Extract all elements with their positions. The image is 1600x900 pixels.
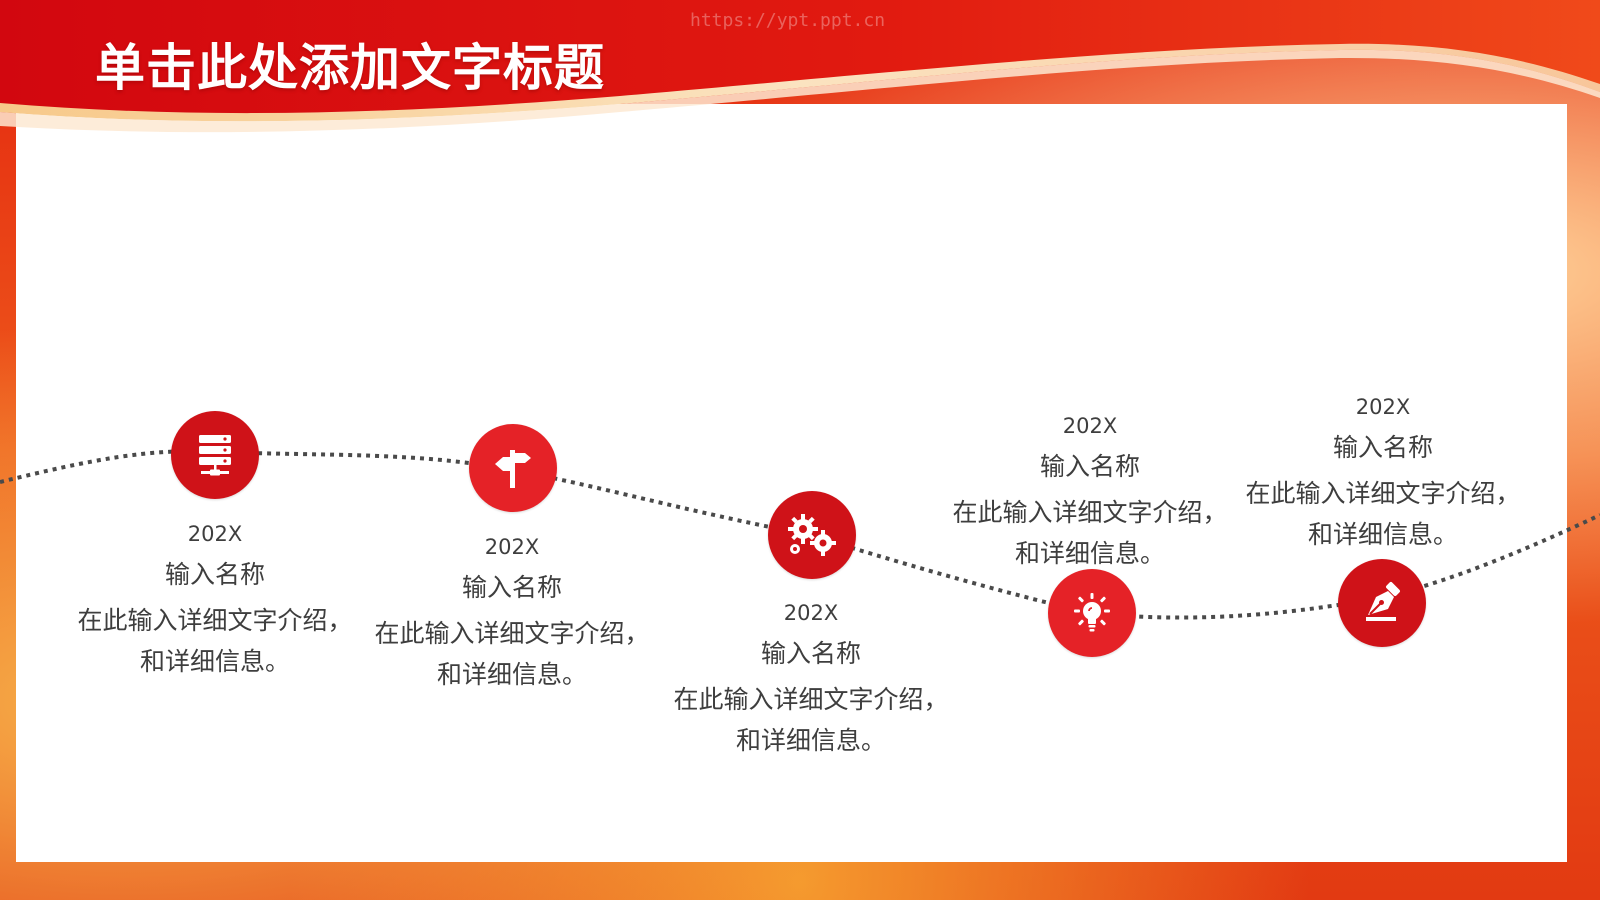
header-banner	[0, 0, 1600, 133]
item-desc-line1: 在此输入详细文字介绍，	[1245, 479, 1521, 508]
signpost-icon	[495, 450, 531, 488]
timeline-node-4[interactable]	[1048, 569, 1136, 657]
item-year: 202X	[484, 535, 540, 559]
item-desc-line2: 和详细信息。	[436, 660, 587, 689]
item-name: 输入名称	[461, 573, 562, 602]
item-name: 输入名称	[1332, 433, 1433, 462]
timeline-item-3: 202X 输入名称 在此输入详细文字介绍， 和详细信息。	[651, 599, 971, 761]
timeline-item-4: 202X 输入名称 在此输入详细文字介绍， 和详细信息。	[930, 412, 1250, 574]
timeline-item-5: 202X 输入名称 在此输入详细文字介绍， 和详细信息。	[1223, 393, 1543, 555]
item-year: 202X	[1355, 395, 1411, 419]
item-desc-line2: 和详细信息。	[735, 726, 886, 755]
content-panel	[16, 104, 1567, 862]
pen-nib-icon	[1366, 582, 1400, 621]
item-desc-line1: 在此输入详细文字介绍，	[374, 619, 650, 648]
timeline-item-1: 202X 输入名称 在此输入详细文字介绍， 和详细信息。	[55, 520, 375, 682]
item-year: 202X	[187, 522, 243, 546]
server-icon	[199, 435, 231, 476]
item-desc-line1: 在此输入详细文字介绍，	[673, 685, 949, 714]
timeline-node-2[interactable]	[469, 424, 557, 512]
item-desc-line2: 和详细信息。	[139, 647, 290, 676]
timeline-item-2: 202X 输入名称 在此输入详细文字介绍， 和详细信息。	[352, 533, 672, 695]
gears-icon	[788, 514, 836, 556]
item-name: 输入名称	[164, 560, 265, 589]
item-name: 输入名称	[760, 639, 861, 668]
page-title: 单击此处添加文字标题	[95, 39, 605, 97]
watermark-text: https://ypt.ppt.cn	[690, 10, 886, 31]
item-year: 202X	[783, 601, 839, 625]
timeline-node-1[interactable]	[171, 411, 259, 499]
item-desc-line2: 和详细信息。	[1014, 539, 1165, 568]
timeline-node-5[interactable]	[1338, 559, 1426, 647]
item-desc-line1: 在此输入详细文字介绍，	[77, 606, 353, 635]
item-desc-line2: 和详细信息。	[1307, 520, 1458, 549]
item-name: 输入名称	[1039, 452, 1140, 481]
item-year: 202X	[1062, 414, 1118, 438]
item-desc-line1: 在此输入详细文字介绍，	[952, 498, 1228, 527]
lightbulb-icon	[1074, 593, 1110, 632]
timeline-node-3[interactable]	[768, 491, 856, 579]
